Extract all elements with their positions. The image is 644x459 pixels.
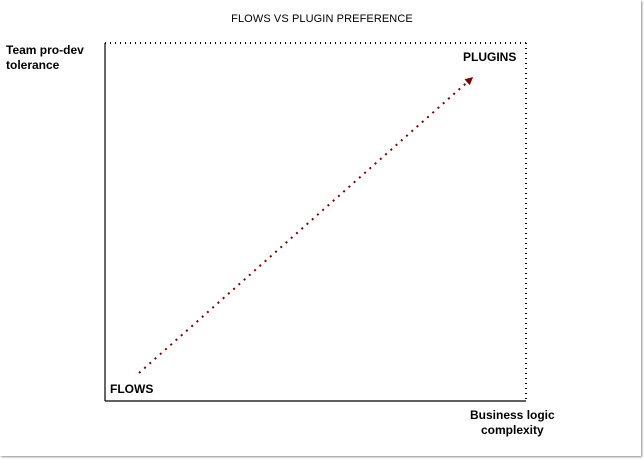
x-axis-label-line-2: complexity bbox=[481, 423, 544, 437]
x-axis-label-line-1: Business logic bbox=[470, 408, 555, 422]
flows-label: FLOWS bbox=[110, 382, 154, 396]
preference-arrow bbox=[138, 77, 474, 374]
plugins-label: PLUGINS bbox=[463, 50, 517, 64]
diagram-title: FLOWS VS PLUGIN PREFERENCE bbox=[231, 13, 413, 25]
x-axis-label: Business logic complexity bbox=[470, 408, 555, 438]
y-axis-label-line-1: Team pro-dev bbox=[6, 43, 84, 57]
y-axis-label: Team pro-dev tolerance bbox=[6, 43, 84, 73]
y-axis-label-line-2: tolerance bbox=[6, 58, 60, 72]
